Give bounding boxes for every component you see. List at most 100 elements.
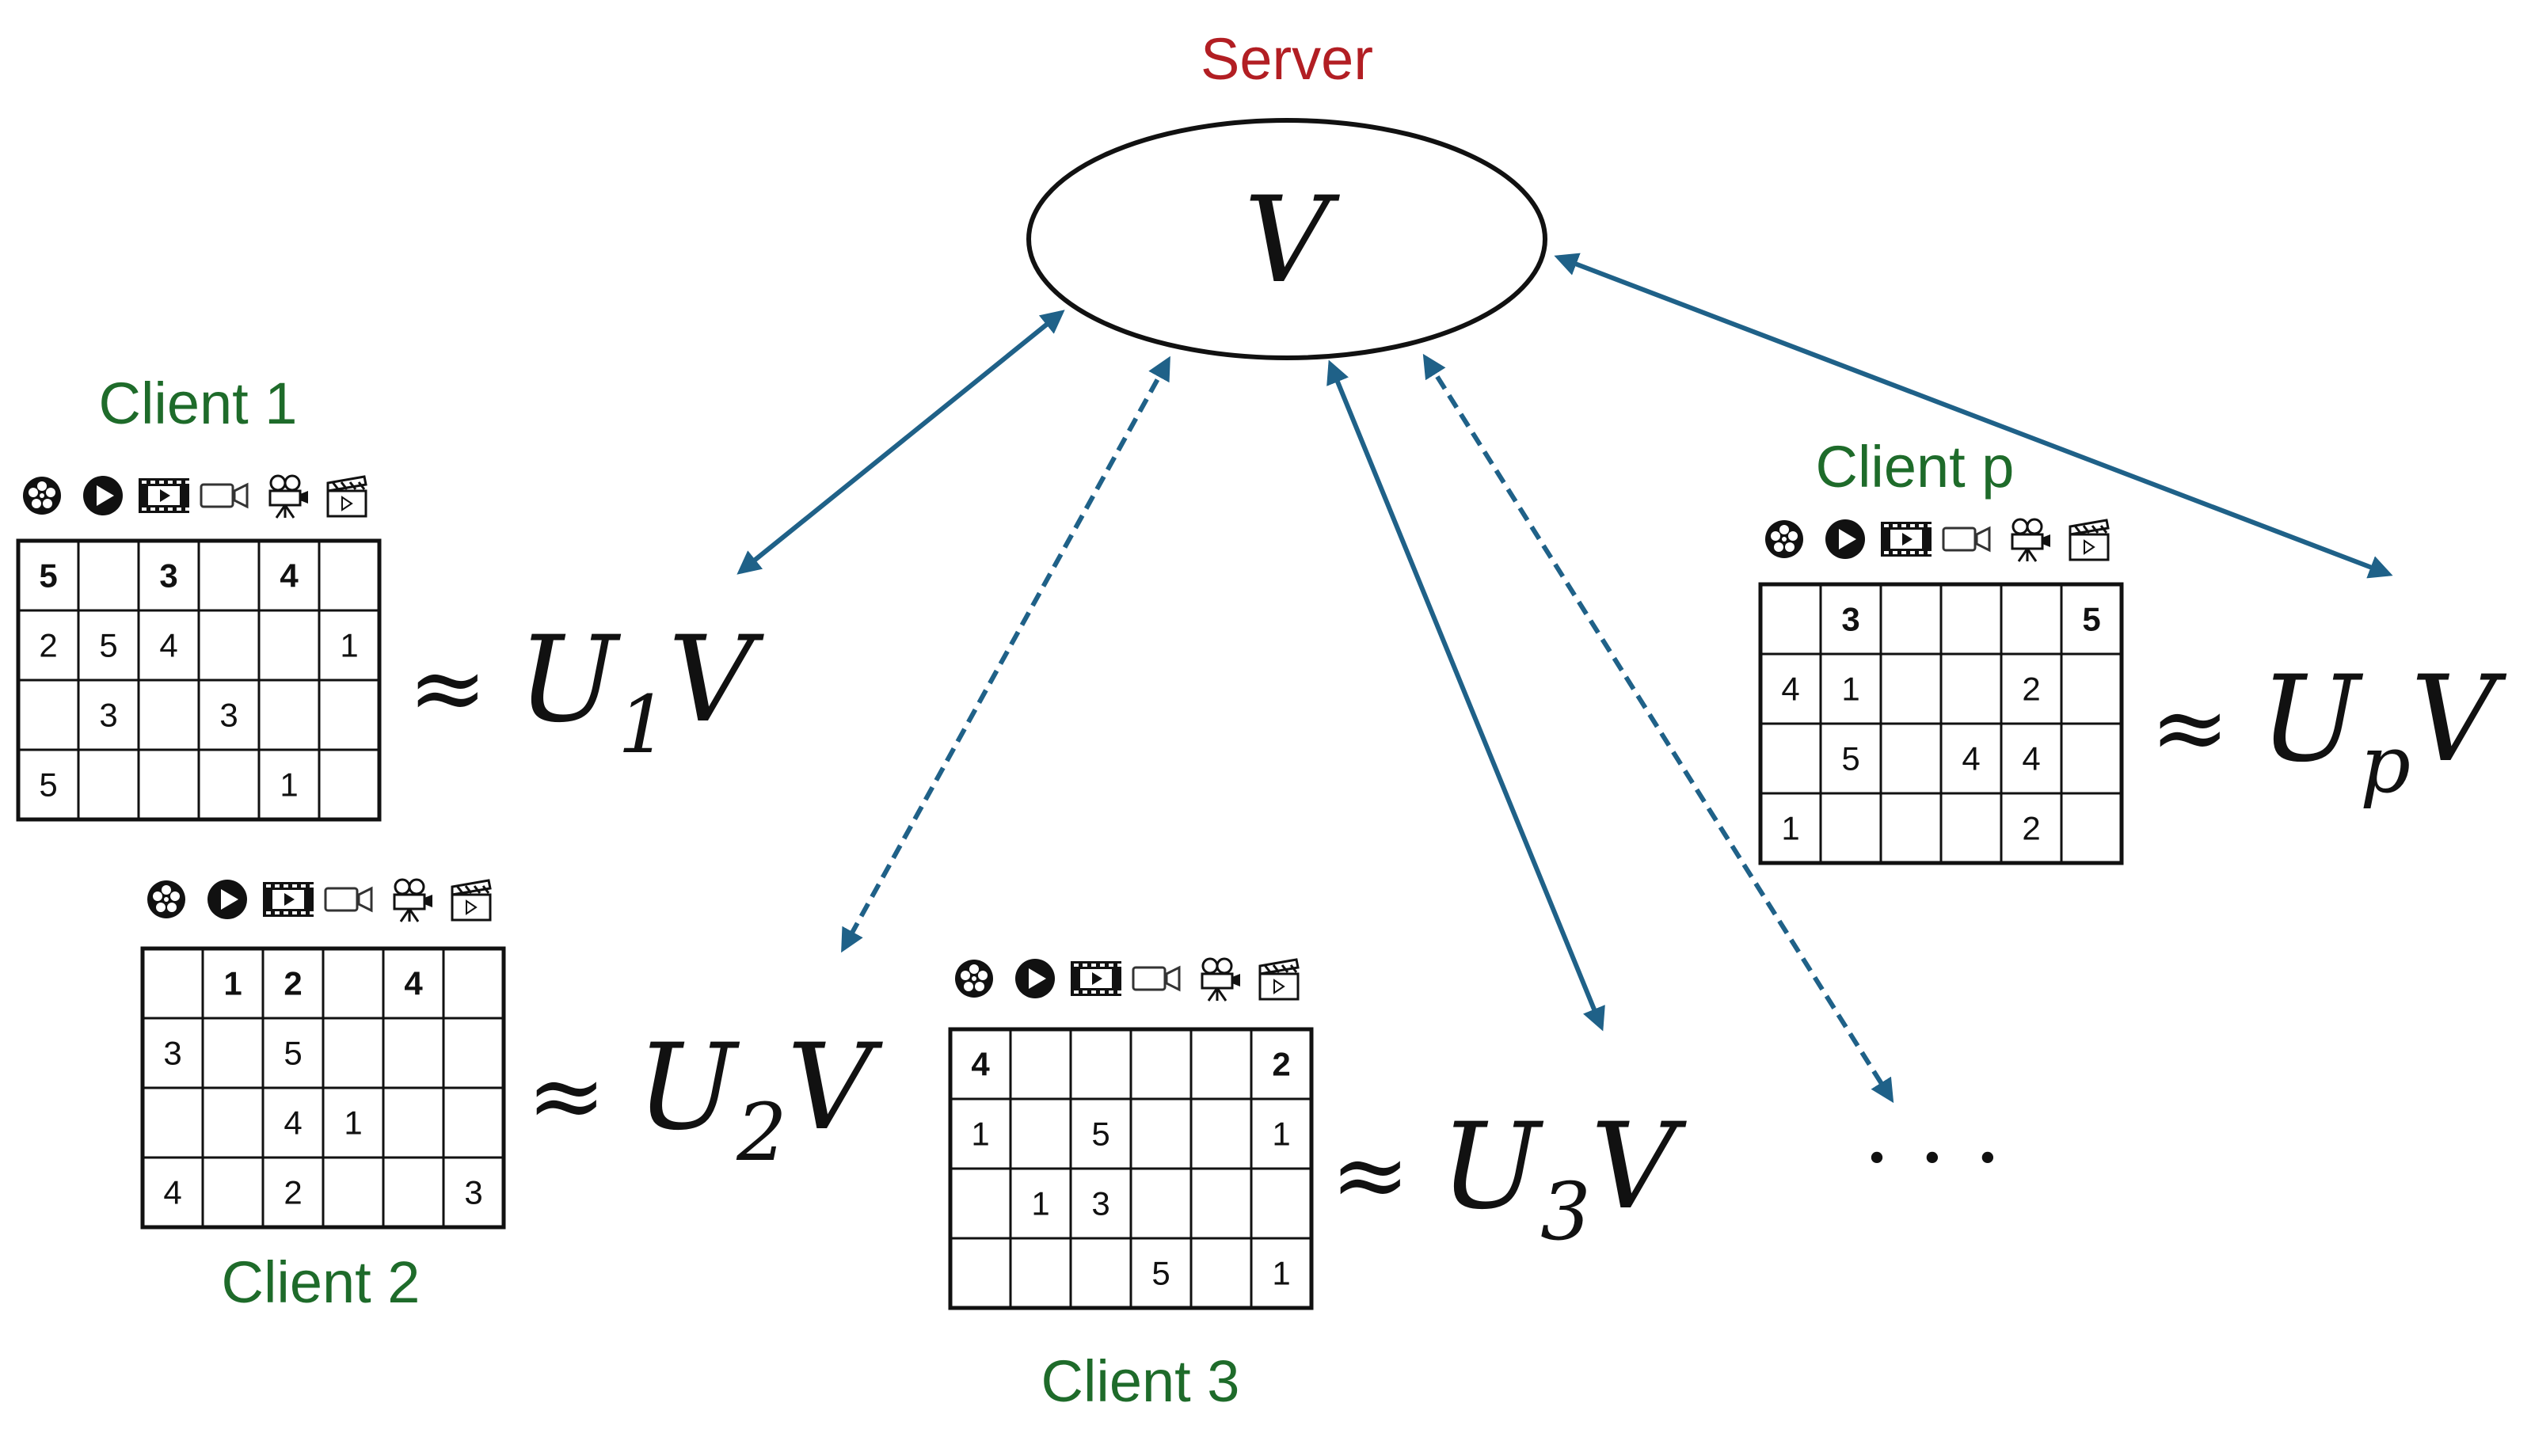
matrix-cell: 1 (1031, 1185, 1049, 1222)
server-variable: V (1244, 172, 1341, 310)
factor-v: V (2411, 651, 2507, 789)
play-button-icon (1825, 519, 1865, 559)
approx-symbol: ≈ (408, 633, 518, 743)
matrix-cell: 2 (2022, 810, 2040, 847)
client1-icon-row (23, 474, 367, 519)
matrix-cell: 3 (99, 697, 117, 734)
factor-u: U (1441, 1098, 1544, 1236)
approx-symbol: ≈ (2150, 673, 2260, 783)
factor-subscript: 3 (1540, 1165, 1591, 1258)
matrix-cell: 2 (284, 965, 302, 1002)
matrix-cell: 4 (404, 965, 423, 1002)
video-camera-icon (1132, 965, 1181, 992)
matrix-cell: 4 (280, 557, 299, 595)
client3-icon-row (955, 957, 1300, 1002)
matrix-cell: 1 (1272, 1255, 1290, 1292)
matrix-cell: 5 (99, 627, 117, 664)
matrix-cell: 5 (1151, 1255, 1170, 1292)
approx-symbol: ≈ (1330, 1120, 1441, 1230)
clientp-icon-row (1765, 518, 2110, 562)
more-clients-ellipsis: · · · (1863, 1107, 2002, 1208)
matrix-cell: 5 (1091, 1116, 1109, 1153)
client3-link-arrow (1326, 359, 1605, 1032)
clientp-factorization: ≈ UpV (2150, 651, 2507, 811)
matrix-cell: 3 (1091, 1185, 1109, 1222)
matrix-cell: 1 (1272, 1116, 1290, 1153)
approx-symbol: ≈ (527, 1041, 637, 1151)
matrix-cell: 4 (159, 627, 177, 664)
film-reel-icon (23, 477, 61, 515)
film-strip-icon (263, 882, 314, 917)
factor-v: V (1591, 1098, 1688, 1236)
client1-factorization: ≈ U1V (408, 611, 765, 771)
matrix-cell: 4 (971, 1046, 990, 1083)
factor-u: U (2260, 651, 2364, 789)
matrix-cell: 1 (1841, 671, 1859, 708)
server-label: Server (1201, 26, 1373, 92)
matrix-cell: 5 (284, 1035, 302, 1072)
server-node (1026, 118, 1547, 360)
movie-camera-icon (268, 474, 308, 519)
clapperboard-icon (1258, 958, 1300, 1001)
clapperboard-icon (451, 879, 492, 922)
play-button-icon (83, 476, 123, 515)
matrix-cell: 5 (39, 766, 57, 804)
matrix-cell: 1 (223, 965, 242, 1002)
matrix-cell: 2 (284, 1174, 302, 1211)
factor-subscript: 2 (736, 1086, 787, 1179)
factor-u: U (637, 1019, 740, 1157)
matrix-cell: 5 (39, 557, 57, 595)
client2-label: Client 2 (222, 1249, 421, 1315)
film-reel-icon (147, 880, 185, 918)
client2-factorization: ≈ U2V (527, 1019, 884, 1179)
matrix-cell: 3 (1841, 601, 1859, 638)
factor-v: V (787, 1019, 884, 1157)
play-button-icon (207, 880, 247, 919)
matrix-cell: 4 (1781, 671, 1799, 708)
factor-u: U (518, 611, 622, 749)
factor-v: V (668, 611, 765, 749)
more-clients-link-arrow (1422, 353, 1894, 1104)
matrix-cell: 4 (1962, 740, 1980, 777)
matrix-cell: 2 (39, 627, 57, 664)
client2-icon-row (147, 878, 492, 922)
client1-group: Client 1 5 3 4 2 5 4 1 3 3 5 1 ≈ U1V (16, 371, 765, 822)
matrix-cell: 3 (219, 697, 238, 734)
matrix-cell: 1 (344, 1104, 362, 1142)
movie-camera-icon (1201, 957, 1240, 1002)
film-reel-icon (1765, 520, 1803, 558)
client2-link-arrow (841, 355, 1170, 953)
film-reel-icon (955, 960, 993, 998)
matrix-cell: 1 (340, 627, 358, 664)
clapperboard-icon (326, 475, 367, 518)
client3-label: Client 3 (1041, 1348, 1240, 1414)
factor-subscript: p (2360, 718, 2411, 811)
matrix-cell: 3 (163, 1035, 181, 1072)
client1-link-arrow (736, 310, 1065, 575)
film-strip-icon (139, 478, 190, 513)
matrix-cell: 1 (280, 766, 298, 804)
matrix-cell: 5 (1841, 740, 1859, 777)
matrix-cell: 3 (464, 1174, 482, 1211)
client1-label: Client 1 (99, 371, 298, 436)
play-button-icon (1015, 959, 1055, 998)
arrows-layer (736, 253, 2393, 1104)
matrix-cell: 3 (159, 557, 177, 595)
matrix-cell: 5 (2082, 601, 2100, 638)
movie-camera-icon (2011, 518, 2050, 562)
matrix-cell: 4 (2022, 740, 2040, 777)
matrix-cell: 2 (2022, 671, 2040, 708)
film-strip-icon (1071, 961, 1122, 996)
client3-factorization: ≈ U3V (1330, 1098, 1688, 1258)
film-strip-icon (1881, 522, 1932, 557)
video-camera-icon (324, 886, 373, 913)
clientp-link-arrow (1554, 253, 2393, 579)
matrix-cell: 1 (971, 1116, 989, 1153)
movie-camera-icon (393, 878, 432, 922)
